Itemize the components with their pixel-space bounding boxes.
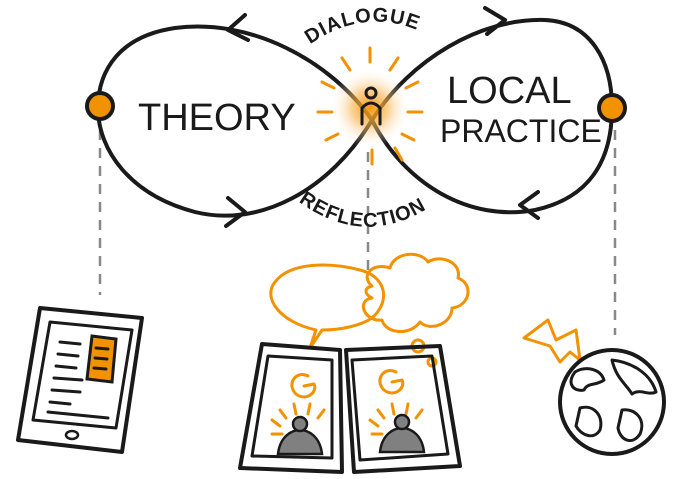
reflection-label: REFLECTION	[296, 187, 430, 231]
speech-bubble-icon	[269, 263, 385, 350]
sun-rays	[316, 46, 424, 166]
center-person-group	[316, 46, 424, 166]
arrow-top-right-icon	[483, 6, 507, 36]
person-icon	[360, 86, 382, 126]
practice-node	[597, 93, 627, 123]
dialogue-label: DIALOGUE	[301, 4, 423, 48]
globe-icon	[558, 348, 666, 456]
local-label: LOCAL	[447, 70, 572, 112]
arrow-bottom-left-icon	[224, 196, 247, 228]
theory-node	[85, 91, 115, 121]
phone-icon	[238, 342, 344, 474]
tablet-text-lines	[46, 340, 110, 420]
arrow-top-left-icon	[226, 13, 250, 42]
arrow-bottom-right-icon	[518, 190, 540, 220]
theory-label: THEORY	[138, 97, 296, 139]
phone-icon	[344, 344, 462, 474]
lightning-icon	[522, 318, 582, 364]
tablet-icon	[16, 306, 144, 454]
practice-label: PRACTICE	[440, 113, 602, 149]
